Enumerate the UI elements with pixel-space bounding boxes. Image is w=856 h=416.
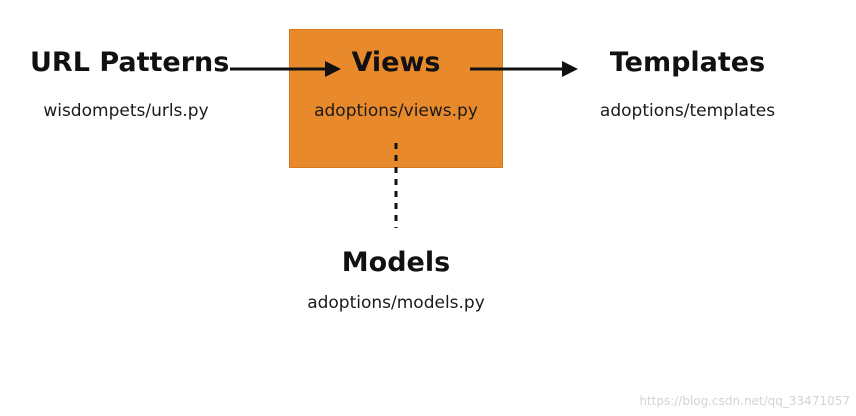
models-file: adoptions/models.py: [307, 293, 485, 313]
templates-file: adoptions/templates: [599, 101, 776, 121]
url-patterns-file: wisdompets/urls.py: [43, 101, 209, 121]
models-title: Models: [341, 247, 451, 278]
templates-title: Templates: [609, 47, 766, 78]
url-patterns-title: URL Patterns: [30, 47, 230, 78]
arrow-views-to-templates: [470, 61, 578, 77]
arrow-urls-to-views: [230, 61, 341, 77]
views-file: adoptions/views.py: [314, 101, 478, 121]
views-title: Views: [351, 47, 441, 78]
watermark: https://blog.csdn.net/qq_33471057: [639, 394, 850, 408]
